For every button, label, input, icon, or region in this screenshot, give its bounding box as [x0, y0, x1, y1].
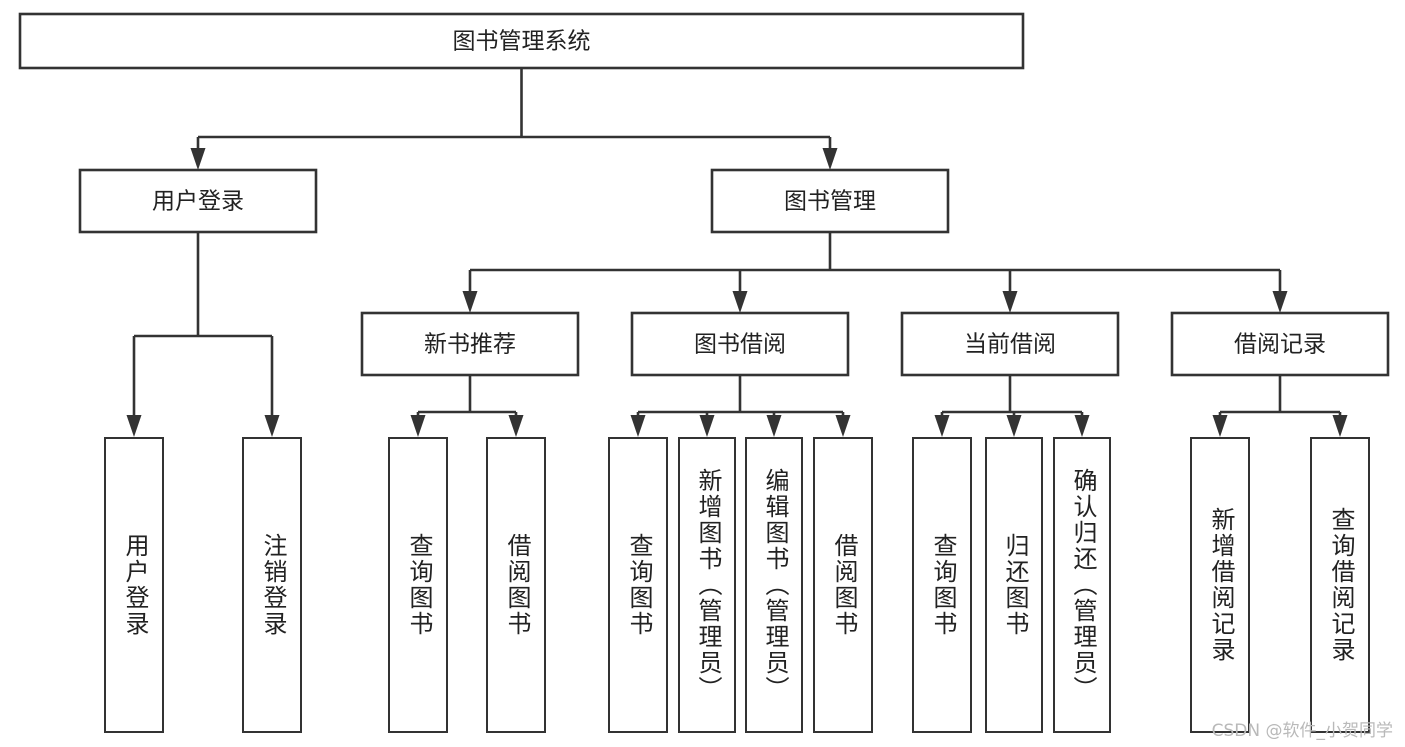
arrow-head-icon-leaf-user-logout [264, 415, 280, 437]
node-user-login-box[interactable] [78, 168, 318, 234]
leaf-node-label-leaf-borrow-edit: 编辑图书（管理员） [760, 468, 789, 702]
node-current-borrow-box[interactable] [900, 311, 1120, 377]
arrow-head-icon-book-borrow [732, 291, 748, 313]
arrow-head-icon-leaf-rec-add [1212, 415, 1228, 437]
node-boxes-layer [18, 12, 1390, 377]
node-borrow-record-label: 借阅记录 [1234, 332, 1326, 358]
node-book-borrow-box[interactable] [630, 311, 850, 377]
arrow-head-icon-leaf-borrow-query [630, 415, 646, 437]
node-user-login-label: 用户登录 [152, 189, 244, 215]
node-borrow-record-box[interactable] [1170, 311, 1390, 377]
leaf-node-leaf-borrow-query[interactable]: 查询图书 [608, 437, 668, 733]
leaf-node-leaf-rec-query[interactable]: 查询图书 [388, 437, 448, 733]
arrow-head-icon-leaf-user-login [126, 415, 142, 437]
arrow-head-icon-leaf-rec-query2 [1332, 415, 1348, 437]
leaf-node-leaf-cur-return[interactable]: 归还图书 [985, 437, 1043, 733]
leaf-node-label-leaf-cur-query: 查询图书 [928, 533, 957, 637]
leaf-node-label-leaf-rec-query: 查询图书 [404, 533, 433, 637]
node-book-borrow-label: 图书借阅 [694, 332, 786, 358]
csdn-watermark: CSDN @软件_小贺同学 [1211, 721, 1393, 741]
leaf-node-leaf-cur-confirm[interactable]: 确认归还（管理员） [1053, 437, 1111, 733]
node-current-borrow-label: 当前借阅 [964, 332, 1056, 358]
arrow-head-icon-current-borrow [1002, 291, 1018, 313]
leaf-node-leaf-rec-add[interactable]: 新增借阅记录 [1190, 437, 1250, 733]
leaf-node-label-leaf-rec-query2: 查询借阅记录 [1326, 507, 1355, 663]
root-node-book-management-system-box[interactable] [18, 12, 1025, 70]
arrow-head-icon-leaf-cur-return [1006, 415, 1022, 437]
leaf-node-label-leaf-rec-add: 新增借阅记录 [1206, 507, 1235, 663]
arrow-head-icon-leaf-borrow-do [835, 415, 851, 437]
arrow-head-icon-borrow-record [1272, 291, 1288, 313]
leaf-node-leaf-user-logout[interactable]: 注销登录 [242, 437, 302, 733]
leaf-node-label-leaf-rec-borrow: 借阅图书 [502, 533, 531, 637]
leaf-node-label-leaf-borrow-do: 借阅图书 [829, 533, 858, 637]
leaf-node-leaf-borrow-do[interactable]: 借阅图书 [813, 437, 873, 733]
leaf-node-leaf-user-login[interactable]: 用户登录 [104, 437, 164, 733]
leaf-node-label-leaf-borrow-query: 查询图书 [624, 533, 653, 637]
arrow-head-icon-leaf-rec-borrow [508, 415, 524, 437]
leaf-node-label-leaf-cur-return: 归还图书 [1000, 533, 1029, 637]
arrow-head-icon-new-book-rec [462, 291, 478, 313]
arrow-head-icon-user-login [190, 148, 206, 170]
arrow-head-icon-leaf-cur-query [934, 415, 950, 437]
arrow-head-icon-leaf-borrow-edit [766, 415, 782, 437]
node-new-book-rec-label: 新书推荐 [424, 332, 516, 358]
leaf-node-leaf-borrow-edit[interactable]: 编辑图书（管理员） [745, 437, 803, 733]
arrow-head-icon-book-manage [822, 148, 838, 170]
leaf-node-leaf-rec-borrow[interactable]: 借阅图书 [486, 437, 546, 733]
node-new-book-rec-box[interactable] [360, 311, 580, 377]
node-book-manage-label: 图书管理 [784, 189, 876, 215]
leaf-node-label-leaf-user-login: 用户登录 [120, 533, 149, 637]
arrow-head-icon-leaf-cur-confirm [1074, 415, 1090, 437]
leaf-node-leaf-rec-query2[interactable]: 查询借阅记录 [1310, 437, 1370, 733]
node-book-manage-box[interactable] [710, 168, 950, 234]
root-node-book-management-system-label: 图书管理系统 [453, 29, 591, 55]
leaf-node-label-leaf-user-logout: 注销登录 [258, 533, 287, 637]
leaf-node-leaf-cur-query[interactable]: 查询图书 [912, 437, 972, 733]
leaf-node-leaf-borrow-add[interactable]: 新增图书（管理员） [678, 437, 736, 733]
arrow-head-icon-leaf-rec-query [410, 415, 426, 437]
arrow-head-icon-leaf-borrow-add [699, 415, 715, 437]
leaf-node-label-leaf-cur-confirm: 确认归还（管理员） [1068, 468, 1097, 702]
connectors-layer [126, 68, 1348, 437]
leaf-node-label-leaf-borrow-add: 新增图书（管理员） [693, 468, 722, 702]
